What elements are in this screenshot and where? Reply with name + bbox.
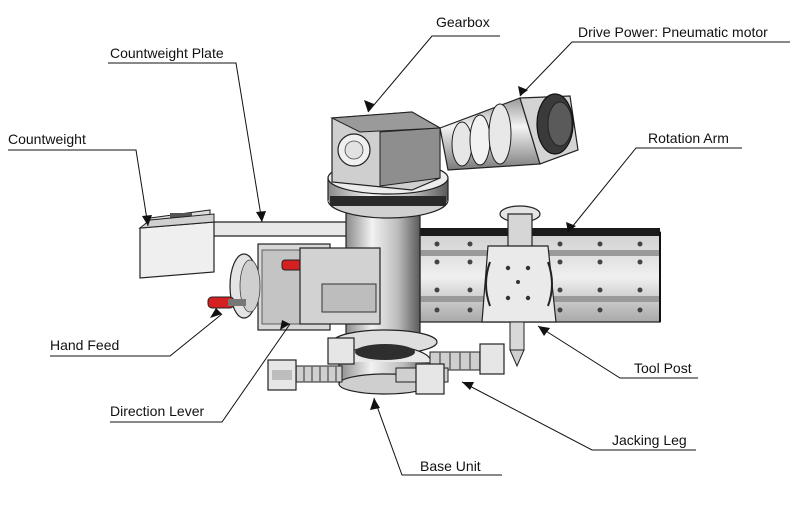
leader-base-unit: [373, 397, 502, 476]
leader-hand-feed: [50, 313, 223, 357]
leader-lines: [8, 35, 790, 476]
label-hand-feed: Hand Feed: [50, 337, 120, 353]
leader-countweight: [8, 149, 149, 227]
jacking-legs: [267, 337, 505, 395]
leader-drive-power: [519, 41, 790, 97]
tool-post: [481, 205, 557, 368]
leader-arrows: [142, 86, 576, 410]
central-column: [299, 207, 438, 355]
label-gearbox: Gearbox: [436, 14, 490, 30]
leader-jacking-leg: [461, 381, 696, 451]
gearbox: [330, 111, 442, 191]
label-rotation-arm: Rotation Arm: [648, 130, 729, 146]
leader-tool-post: [537, 325, 698, 379]
pneumatic-motor: [439, 93, 579, 171]
hand-feed-handle: [207, 296, 246, 309]
label-countweight: Countweight: [8, 131, 86, 147]
label-countweight-plate: Countweight Plate: [110, 45, 224, 61]
leader-rotation-arm: [567, 147, 742, 233]
countweight: [138, 213, 215, 279]
label-jacking-leg: Jacking Leg: [612, 432, 687, 448]
leader-countweight-plate: [108, 62, 263, 223]
label-direction-lever: Direction Lever: [110, 403, 205, 419]
leader-direction-lever: [110, 323, 291, 423]
label-drive-power: Drive Power: Pneumatic motor: [578, 24, 768, 40]
label-base-unit: Base Unit: [420, 458, 481, 474]
label-tool-post: Tool Post: [634, 360, 692, 376]
leader-gearbox: [367, 35, 500, 113]
